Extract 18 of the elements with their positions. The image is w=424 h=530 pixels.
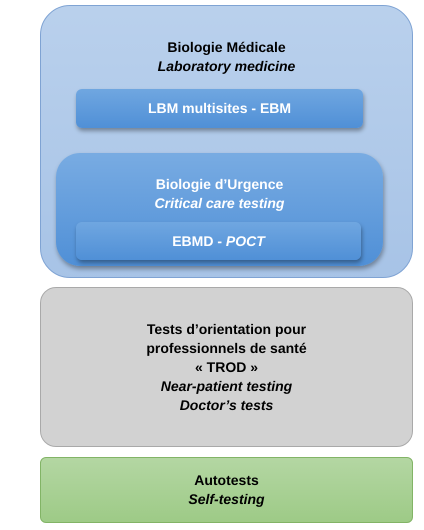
category-bar (76, 89, 363, 128)
category-label: « TROD » (194, 358, 258, 376)
category-label: Autotests (194, 471, 259, 490)
category-label: Self-testing (188, 490, 265, 509)
category-panel (40, 287, 413, 447)
category-label: Tests d’orientation pour professionnels de santé (145, 320, 308, 358)
category-label: Biologie Médicale (167, 38, 286, 57)
category-label: Laboratory medicine (158, 57, 296, 76)
category-panel (40, 5, 413, 278)
category-label: Critical care testing (154, 194, 284, 213)
category-label: Near-patient testing (160, 376, 292, 396)
category-label: EBMD - POCT (172, 232, 265, 250)
category-panel (40, 457, 413, 523)
category-bar (76, 222, 361, 260)
category-label: LBM multisites - EBM (148, 99, 292, 118)
category-label: Biologie d’Urgence (156, 175, 284, 194)
category-panel (56, 153, 383, 266)
category-label: Doctor’s tests (180, 396, 274, 414)
